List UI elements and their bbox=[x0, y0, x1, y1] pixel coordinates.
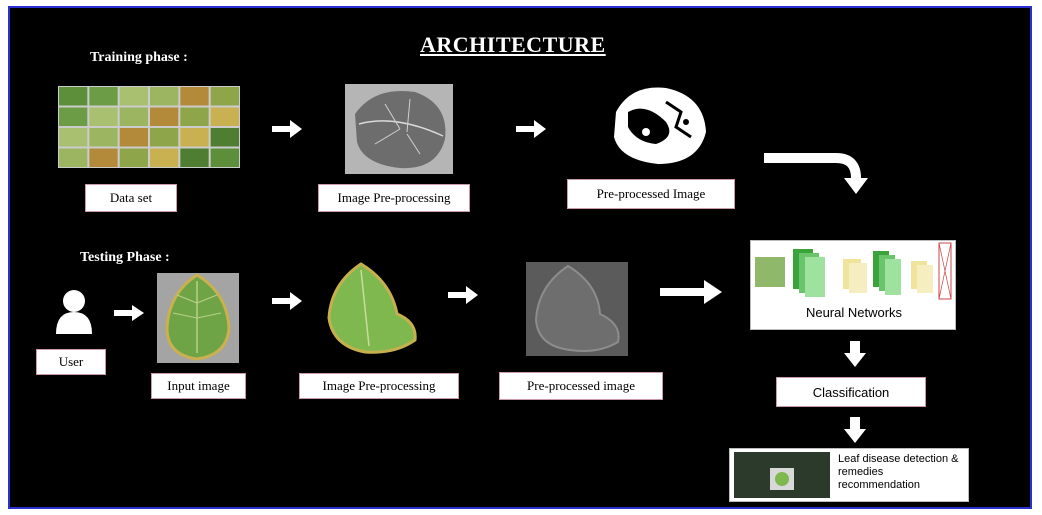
result-panel: Leaf disease detection & remedies recomm… bbox=[729, 448, 969, 502]
arrow-down-icon bbox=[844, 341, 866, 367]
preprocessing-image bbox=[345, 84, 453, 174]
diagram-title: ARCHITECTURE bbox=[420, 32, 606, 58]
testing-preprocessing-label: Image Pre-processing bbox=[299, 373, 459, 399]
arrow-right-icon bbox=[448, 286, 478, 304]
arrow-right-icon bbox=[114, 305, 144, 321]
arrow-right-icon bbox=[272, 120, 302, 138]
preprocessing-label: Image Pre-processing bbox=[318, 184, 470, 212]
result-label: Leaf disease detection & remedies recomm… bbox=[838, 453, 964, 492]
testing-preprocessed-label: Pre-processed image bbox=[499, 372, 663, 400]
preprocessed-label: Pre-processed Image bbox=[567, 179, 735, 209]
testing-preprocessed-image bbox=[526, 262, 628, 356]
user-icon bbox=[52, 288, 96, 336]
preprocessed-image bbox=[606, 82, 710, 168]
arrow-right-icon bbox=[272, 292, 302, 310]
testing-phase-heading: Testing Phase : bbox=[80, 250, 170, 266]
curved-arrow-icon bbox=[764, 152, 874, 196]
input-label: Input image bbox=[151, 373, 246, 399]
neural-networks-label: Neural Networks bbox=[751, 305, 956, 320]
input-image bbox=[157, 273, 239, 363]
arrow-down-icon bbox=[844, 417, 866, 443]
dataset-label: Data set bbox=[85, 184, 177, 212]
training-phase-heading: Training phase : bbox=[90, 50, 188, 66]
result-screenshot bbox=[734, 452, 830, 498]
neural-network-panel: Neural Networks bbox=[750, 240, 956, 330]
user-label: User bbox=[36, 349, 106, 375]
classification-label: Classification bbox=[776, 377, 926, 407]
dataset-image bbox=[58, 86, 240, 168]
arrow-right-icon bbox=[660, 280, 722, 304]
arrow-right-icon bbox=[516, 120, 546, 138]
testing-preprocessing-image bbox=[325, 262, 419, 358]
